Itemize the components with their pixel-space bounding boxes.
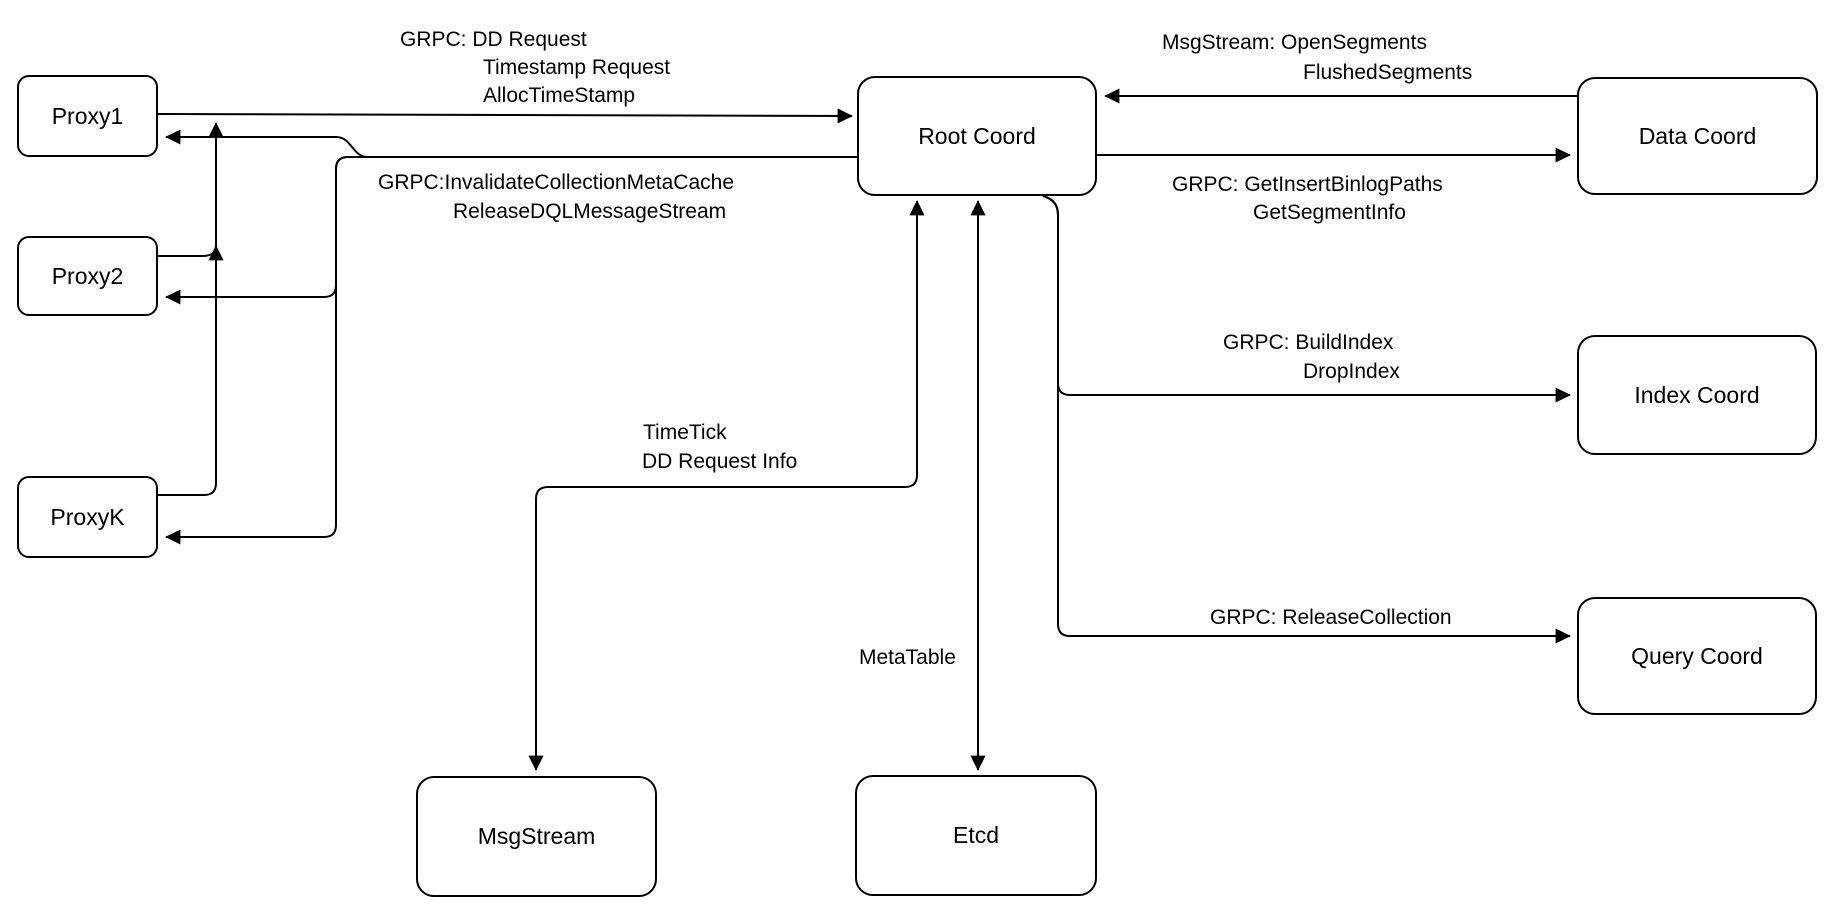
node-proxyk: ProxyK: [17, 476, 158, 558]
node-root-coord-label: Root Coord: [918, 122, 1036, 149]
node-proxyk-label: ProxyK: [50, 503, 125, 530]
edge-label-proxy-to-root-line1: GRPC: DD Request: [400, 28, 587, 51]
node-proxy2-label: Proxy2: [51, 262, 124, 289]
edge-label-root-to-index-line2: DropIndex: [1303, 360, 1400, 383]
edge-proxy1-to-root-coord: [157, 108, 853, 124]
node-proxy2: Proxy2: [17, 236, 158, 316]
node-data-coord: Data Coord: [1577, 77, 1818, 195]
edge-label-root-to-msgstream-line1: TimeTick: [643, 421, 727, 444]
edge-proxyk-merge-to-root-coord: [158, 122, 224, 496]
node-data-coord-label: Data Coord: [1638, 122, 1757, 149]
edge-label-root-to-proxy-line2: ReleaseDQLMessageStream: [453, 200, 727, 223]
edge-label-root-to-data-line2: GetSegmentInfo: [1253, 201, 1406, 224]
node-query-coord-label: Query Coord: [1631, 642, 1763, 669]
edge-label-root-to-proxy-line1: GRPC:InvalidateCollectionMetaCache: [378, 171, 735, 194]
edge-label-proxy-to-root-line3: AllocTimeStamp: [483, 84, 636, 107]
edge-label-root-to-data-line1: GRPC: GetInsertBinlogPaths: [1172, 173, 1443, 196]
edge-label-root-to-msgstream-line2: DD Request Info: [642, 450, 798, 473]
edge-root-coord-to-query-coord: [1042, 195, 1571, 644]
edge-label-root-to-etcd-line1: MetaTable: [859, 646, 956, 669]
node-msgstream: MsgStream: [416, 776, 657, 897]
edge-label-data-to-root-line2: FlushedSegments: [1303, 61, 1473, 84]
node-msgstream-label: MsgStream: [477, 823, 596, 849]
node-index-coord-label: Index Coord: [1634, 381, 1760, 408]
edge-proxy2-merge-to-root-coord: [158, 245, 224, 261]
node-root-coord: Root Coord: [857, 76, 1097, 196]
edge-label-data-to-root-line1: MsgStream: OpenSegments: [1162, 31, 1427, 54]
edge-label-root-to-query-line1: GRPC: ReleaseCollection: [1210, 606, 1452, 629]
edge-root-coord-to-proxyk: [165, 156, 857, 545]
node-etcd: Etcd: [855, 775, 1097, 896]
node-etcd-label: Etcd: [952, 822, 1000, 848]
node-index-coord: Index Coord: [1577, 335, 1817, 455]
edge-label-proxy-to-root-line2: Timestamp Request: [483, 56, 671, 79]
node-proxy1: Proxy1: [17, 75, 158, 157]
edge-root-coord-msgstream: [528, 200, 925, 771]
node-query-coord: Query Coord: [1577, 597, 1817, 715]
edge-root-coord-to-proxy1: [165, 129, 857, 158]
edge-label-root-to-index-line1: GRPC: BuildIndex: [1223, 331, 1394, 354]
node-proxy1-label: Proxy1: [51, 102, 124, 129]
